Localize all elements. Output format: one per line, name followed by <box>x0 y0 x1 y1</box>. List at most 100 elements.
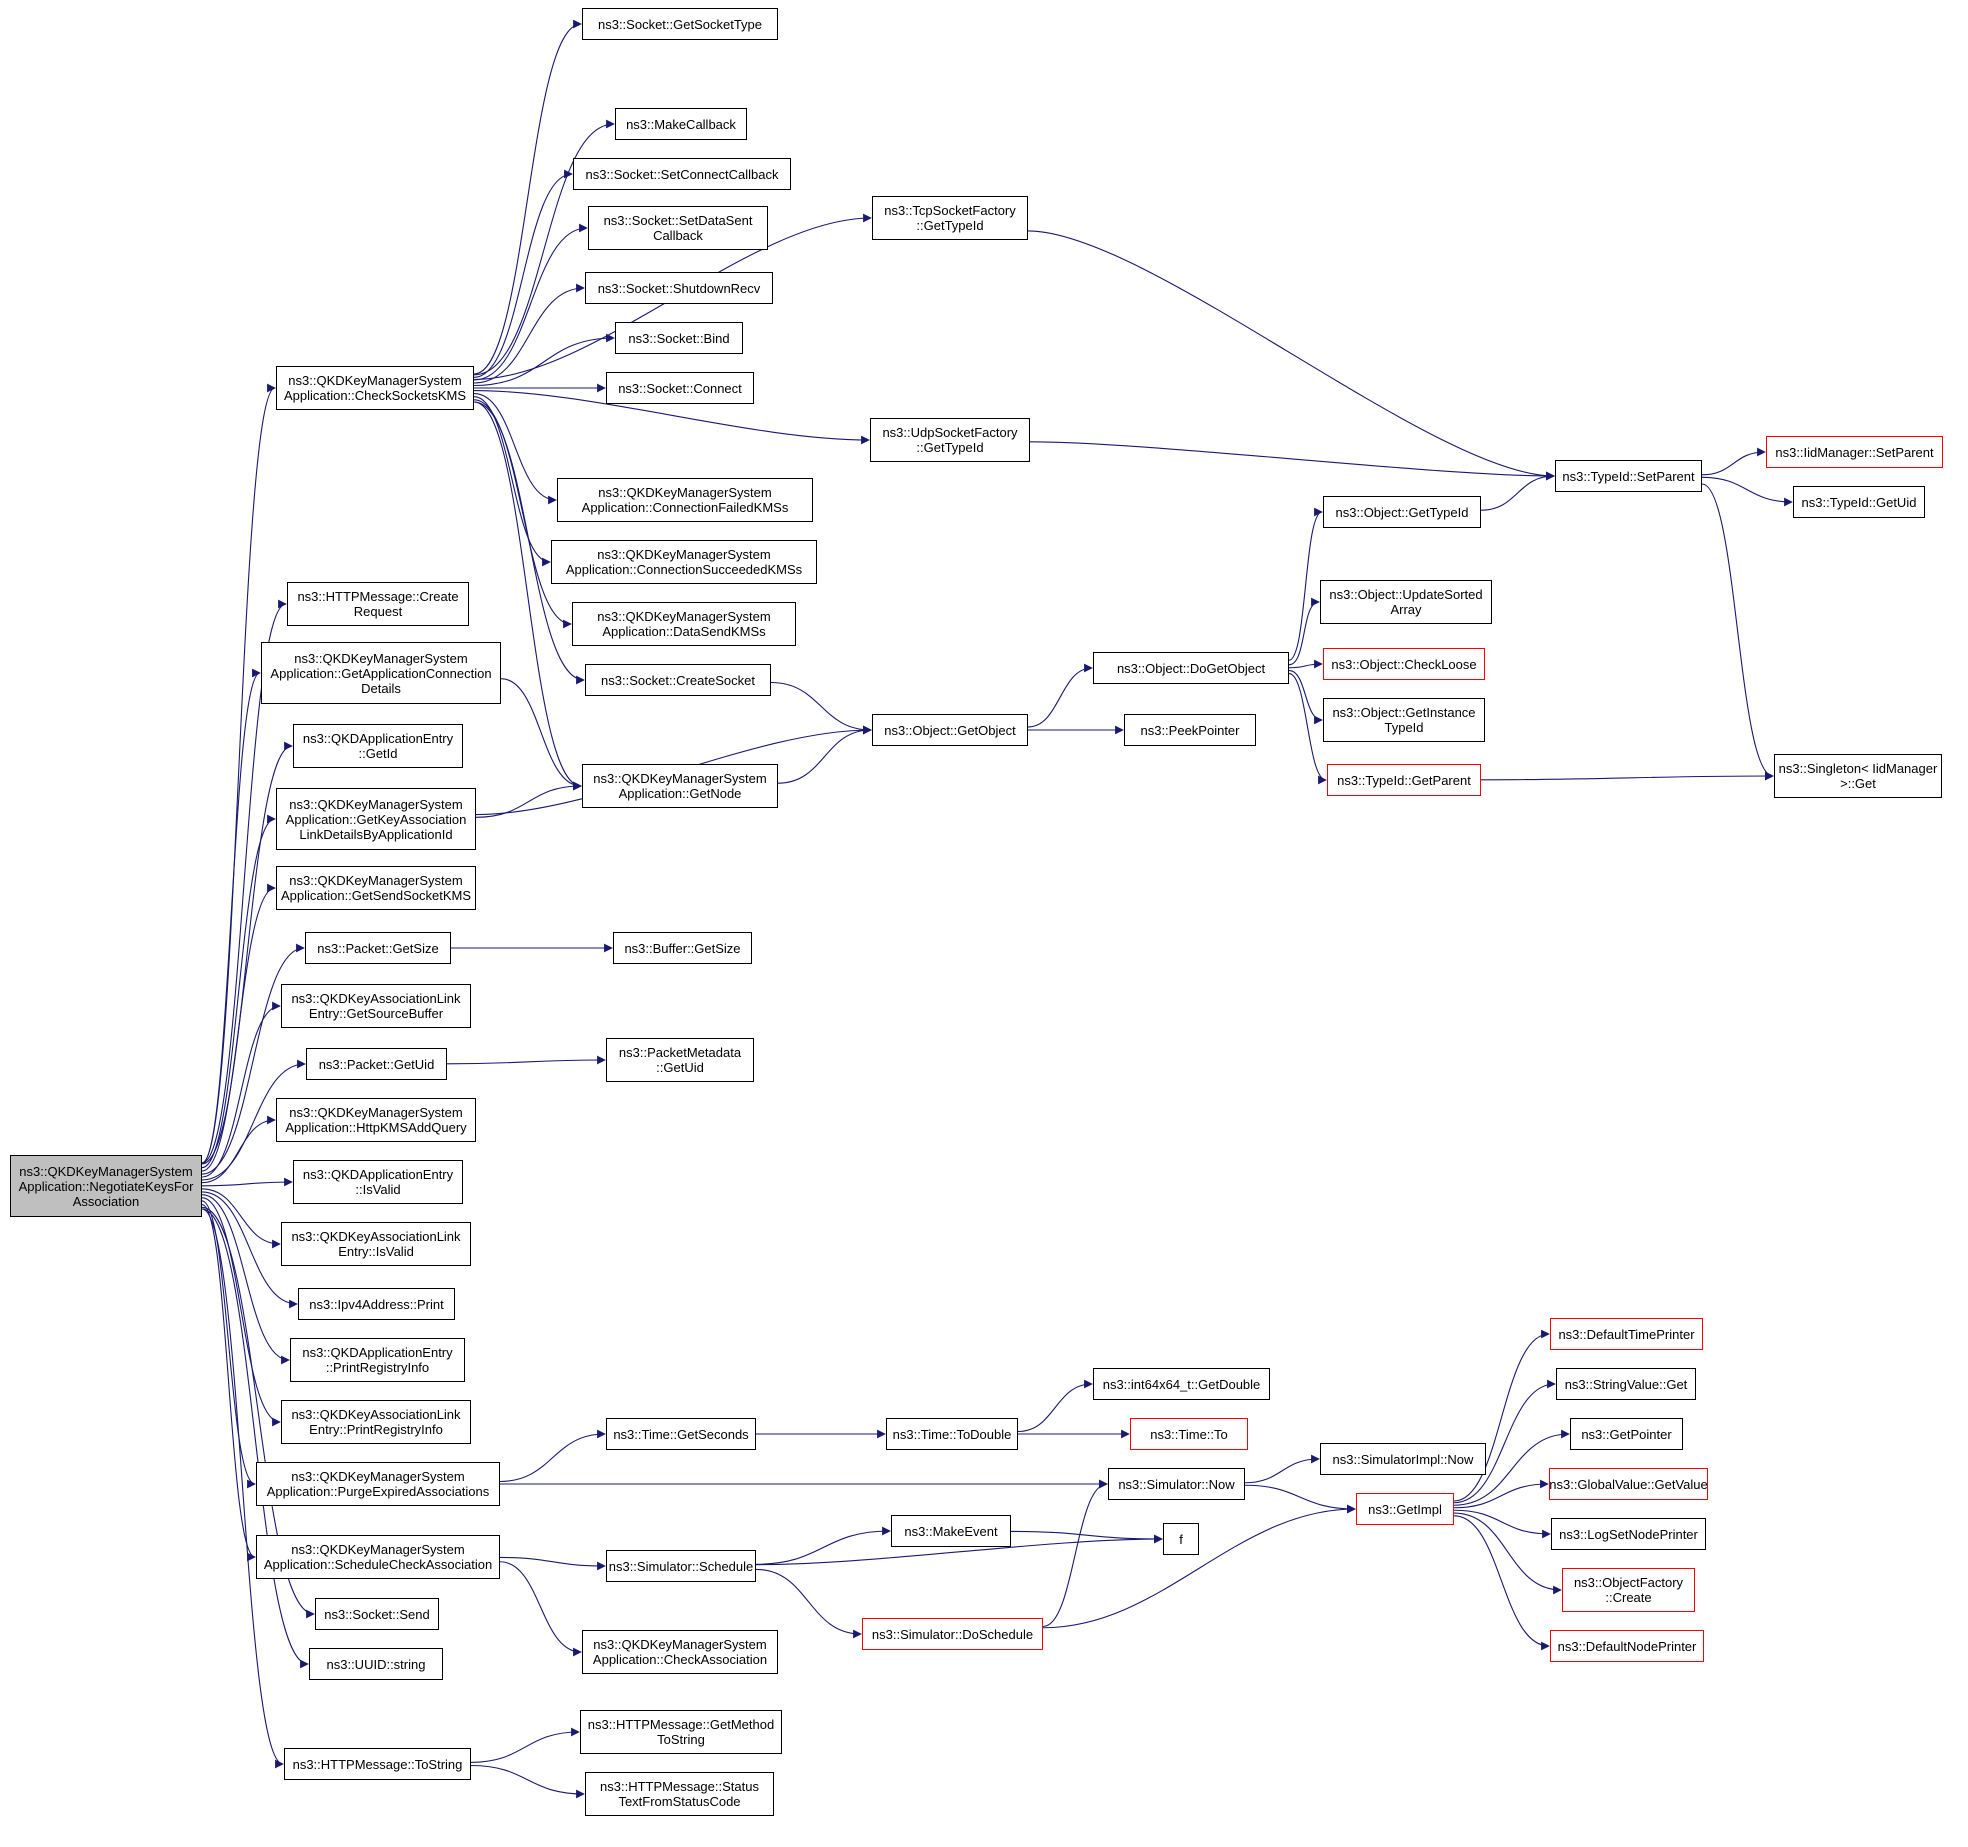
graph-node-label: ns3::HTTPMessage::Status <box>600 1779 759 1794</box>
graph-node-app_isvalid[interactable]: ns3::QKDApplicationEntry::IsValid <box>293 1160 463 1204</box>
graph-node-iid_setparent[interactable]: ns3::IidManager::SetParent <box>1766 436 1943 468</box>
graph-node-label: ns3::Packet::GetSize <box>317 940 439 956</box>
graph-node-do_schedule[interactable]: ns3::Simulator::DoSchedule <box>862 1618 1043 1650</box>
graph-node-label: ns3::Socket::ShutdownRecv <box>597 280 761 296</box>
graph-node-label: ns3::Object::GetTypeId <box>1335 504 1469 520</box>
graph-node-create_socket[interactable]: ns3::Socket::CreateSocket <box>585 664 771 696</box>
graph-node-label: Application::ScheduleCheckAssociation <box>263 1557 493 1572</box>
graph-node-socket_send[interactable]: ns3::Socket::Send <box>315 1598 439 1630</box>
graph-node-globalvalue_getvalue[interactable]: ns3::GlobalValue::GetValue <box>1549 1468 1708 1500</box>
edge-get_app_conn-to-get_node <box>500 678 582 791</box>
edge-do_getobject-to-check_loose <box>1288 659 1323 669</box>
graph-node-uuid_string[interactable]: ns3::UUID::string <box>309 1648 443 1680</box>
graph-node-check_loose[interactable]: ns3::Object::CheckLoose <box>1323 648 1485 680</box>
graph-node-udp_gettypeid[interactable]: ns3::UdpSocketFactory::GetTypeId <box>870 418 1030 462</box>
graph-node-logset_nodeprinter[interactable]: ns3::LogSetNodePrinter <box>1551 1518 1706 1550</box>
graph-node-packetmeta_getuid[interactable]: ns3::PacketMetadata::GetUid <box>606 1038 754 1082</box>
graph-node-label: ns3::Object::GetObject <box>884 722 1016 738</box>
graph-node-object_gettypeid[interactable]: ns3::Object::GetTypeId <box>1323 496 1481 528</box>
graph-node-label: ns3::Object::DoGetObject <box>1116 660 1266 676</box>
graph-node-singleton_get[interactable]: ns3::Singleton< IidManager>::Get <box>1774 754 1942 798</box>
graph-node-f_node[interactable]: f <box>1163 1523 1199 1555</box>
edge-getimpl-to-getpointer <box>1453 1429 1570 1506</box>
graph-node-typeid_getuid[interactable]: ns3::TypeId::GetUid <box>1793 486 1925 518</box>
graph-node-simulator_now[interactable]: ns3::Simulator::Now <box>1108 1468 1245 1500</box>
graph-node-default_node_printer[interactable]: ns3::DefaultNodePrinter <box>1550 1630 1704 1662</box>
graph-node-make_callback[interactable]: ns3::MakeCallback <box>615 108 747 140</box>
graph-node-stringvalue_get[interactable]: ns3::StringValue::Get <box>1556 1368 1696 1400</box>
edge-schedule_check-to-simulator_schedule <box>499 1556 606 1571</box>
edge-simulator_now-to-getimpl <box>1244 1484 1356 1514</box>
graph-node-label: ns3::Singleton< IidManager <box>1778 761 1938 776</box>
edge-simulator_schedule-to-do_schedule <box>755 1568 862 1639</box>
graph-node-do_getobject[interactable]: ns3::Object::DoGetObject <box>1093 652 1289 684</box>
edge-do_getobject-to-update_sorted <box>1288 597 1320 666</box>
graph-node-app_get_id[interactable]: ns3::QKDApplicationEntry::GetId <box>293 724 463 768</box>
graph-node-connect[interactable]: ns3::Socket::Connect <box>606 372 754 404</box>
graph-node-object_getobject[interactable]: ns3::Object::GetObject <box>872 714 1028 746</box>
graph-node-bind[interactable]: ns3::Socket::Bind <box>615 322 743 354</box>
graph-node-int64_getdouble[interactable]: ns3::int64x64_t::GetDouble <box>1093 1368 1270 1400</box>
edge-do_schedule-to-simulator_now <box>1042 1479 1108 1628</box>
graph-node-label: ::GetTypeId <box>916 218 984 233</box>
edge-simulator_schedule-to-f_node <box>755 1534 1163 1566</box>
graph-node-peek_pointer[interactable]: ns3::PeekPointer <box>1124 714 1256 746</box>
graph-node-get_socket_type[interactable]: ns3::Socket::GetSocketType <box>582 8 778 40</box>
graph-node-default_time_printer[interactable]: ns3::DefaultTimePrinter <box>1550 1318 1703 1350</box>
edge-typeid_getparent-to-singleton_get <box>1480 771 1774 781</box>
edge-udp_gettypeid-to-typeid_setparent <box>1029 441 1555 481</box>
graph-node-label: ::PrintRegistryInfo <box>325 1360 430 1375</box>
graph-node-tcp_gettypeid[interactable]: ns3::TcpSocketFactory::GetTypeId <box>872 196 1028 240</box>
graph-node-typeid_getparent[interactable]: ns3::TypeId::GetParent <box>1327 764 1481 796</box>
graph-node-set_connect_cb[interactable]: ns3::Socket::SetConnectCallback <box>573 158 791 190</box>
graph-node-label: ::GetTypeId <box>916 440 984 455</box>
graph-node-make_event[interactable]: ns3::MakeEvent <box>891 1515 1011 1547</box>
graph-node-time_todouble[interactable]: ns3::Time::ToDouble <box>886 1418 1018 1450</box>
graph-node-simimpl_now[interactable]: ns3::SimulatorImpl::Now <box>1320 1443 1486 1475</box>
edge-make_event-to-f_node <box>1010 1530 1163 1544</box>
graph-node-getpointer[interactable]: ns3::GetPointer <box>1570 1418 1683 1450</box>
graph-node-label: ns3::QKDKeyManagerSystem <box>291 1542 465 1557</box>
graph-node-label: ns3::TypeId::GetParent <box>1337 772 1471 788</box>
graph-node-app_print_reg[interactable]: ns3::QKDApplicationEntry::PrintRegistryI… <box>290 1338 465 1382</box>
graph-node-packet_getuid[interactable]: ns3::Packet::GetUid <box>306 1048 447 1080</box>
graph-node-ipv4_print[interactable]: ns3::Ipv4Address::Print <box>298 1288 455 1320</box>
graph-node-http_tostring[interactable]: ns3::HTTPMessage::ToString <box>284 1748 471 1780</box>
graph-node-label: ns3::QKDApplicationEntry <box>302 1167 454 1182</box>
graph-node-typeid_setparent[interactable]: ns3::TypeId::SetParent <box>1555 460 1702 492</box>
edge-negotiate-to-ipv4_print <box>201 1191 298 1309</box>
graph-node-label: Application::ConnectionSucceededKMSs <box>565 562 803 577</box>
graph-node-label: ns3::QKDKeyManagerSystem <box>291 1469 465 1484</box>
graph-node-objectfactory_create[interactable]: ns3::ObjectFactory::Create <box>1562 1568 1695 1612</box>
graph-node-getimpl[interactable]: ns3::GetImpl <box>1356 1493 1454 1525</box>
graph-node-time_to[interactable]: ns3::Time::To <box>1130 1418 1248 1450</box>
graph-node-label: ns3::Object::UpdateSorted <box>1329 587 1483 602</box>
graph-node-shutdown_recv[interactable]: ns3::Socket::ShutdownRecv <box>585 272 773 304</box>
graph-node-time_getseconds[interactable]: ns3::Time::GetSeconds <box>606 1418 756 1450</box>
graph-node-packet_getsize[interactable]: ns3::Packet::GetSize <box>305 932 451 964</box>
graph-node-buffer_getsize[interactable]: ns3::Buffer::GetSize <box>613 932 752 964</box>
graph-node-simulator_schedule[interactable]: ns3::Simulator::Schedule <box>606 1550 756 1582</box>
